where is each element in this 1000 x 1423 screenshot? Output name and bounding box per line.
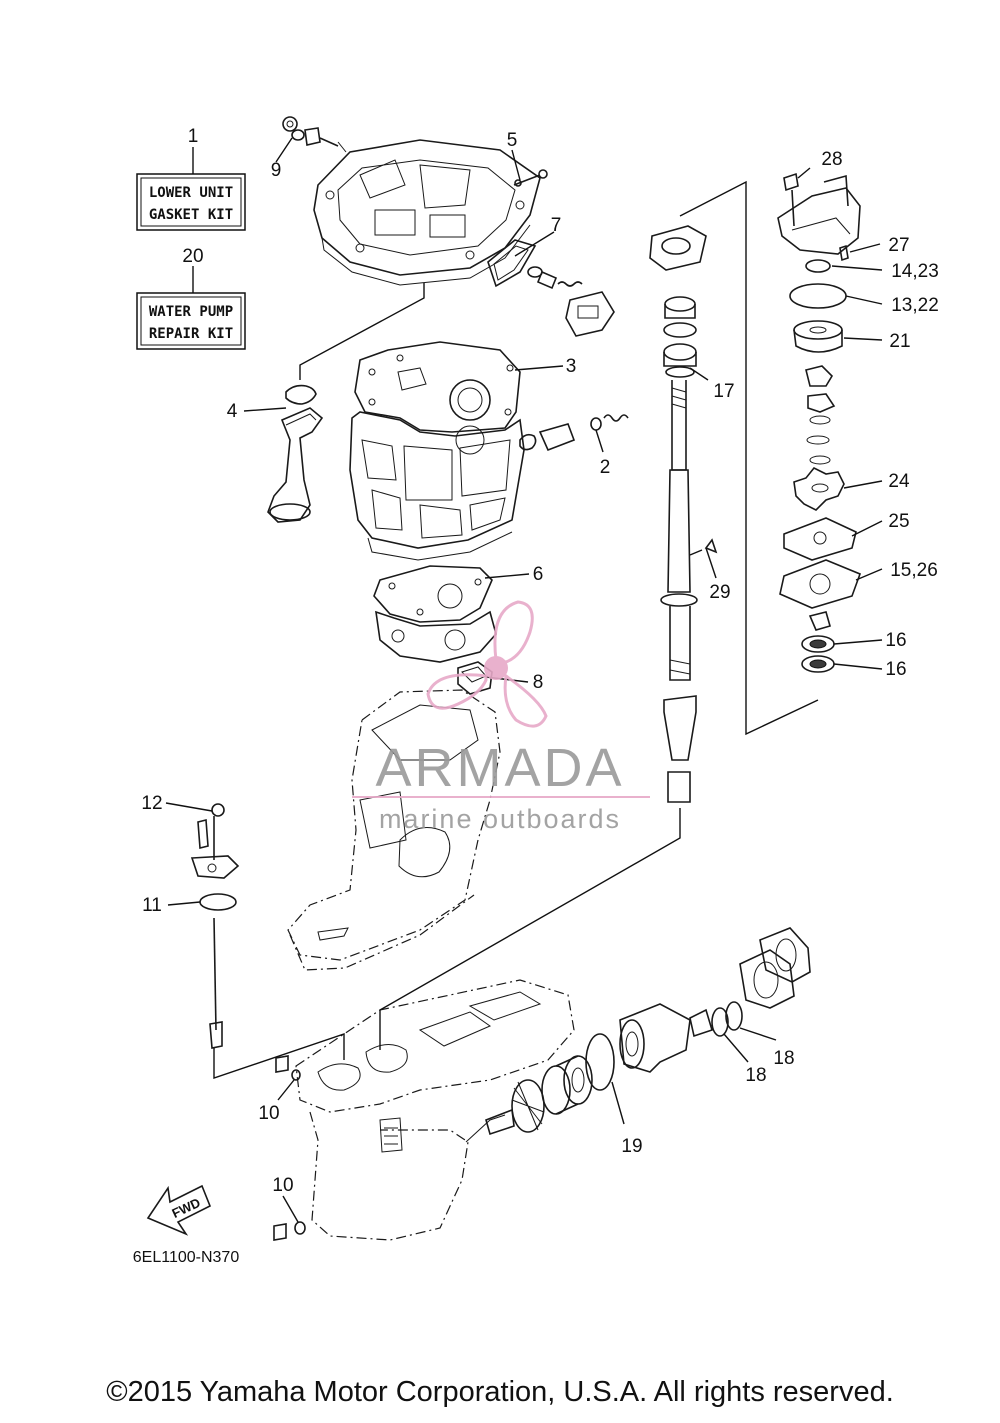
- water-pump-kit-line2: REPAIR KIT: [149, 326, 233, 342]
- callout-11: 11: [142, 895, 162, 916]
- armada-watermark: ARMADA marine outboards: [352, 600, 650, 834]
- callout-15-26: 15,26: [890, 560, 938, 581]
- bolt-and-plug-9: [282, 116, 347, 153]
- shift-rod-assembly: [190, 803, 240, 1049]
- oil-strainer-4: [267, 384, 324, 523]
- watermark-brand: ARMADA: [375, 738, 624, 798]
- lower-pump-housing: [375, 610, 497, 663]
- lower-unit-kit-line2: GASKET KIT: [149, 207, 233, 223]
- callout-5: 5: [507, 130, 518, 151]
- callout-2: 2: [600, 457, 611, 478]
- callout-16b: 16: [885, 659, 906, 680]
- gasket-6: [373, 565, 493, 623]
- key-29: [704, 538, 718, 554]
- callout-27: 27: [888, 235, 909, 256]
- callout-18b: 18: [773, 1048, 794, 1069]
- callout-12: 12: [141, 793, 162, 814]
- fwd-arrow-icon: FWD: [146, 1184, 212, 1236]
- lower-casing-dashed: [295, 979, 575, 1241]
- propeller-shaft-parts: [485, 927, 811, 1136]
- lower-unit-kit-line1: LOWER UNIT: [149, 185, 233, 201]
- callout-13-22: 13,22: [891, 295, 939, 316]
- callout-14-23: 14,23: [891, 261, 939, 282]
- valve-2: [519, 414, 629, 452]
- callout-28: 28: [821, 149, 842, 170]
- callout-16a: 16: [885, 630, 906, 651]
- callout-19: 19: [621, 1136, 642, 1157]
- water-pump-repair-kit-box: WATER PUMP REPAIR KIT: [136, 292, 246, 350]
- propeller-logo-icon: [426, 600, 548, 728]
- callout-6: 6: [533, 564, 544, 585]
- copyright-notice: ©2015 Yamaha Motor Corporation, U.S.A. A…: [106, 1376, 894, 1408]
- callout-7: 7: [551, 215, 562, 236]
- callout-1: 1: [188, 126, 199, 147]
- callout-3: 3: [566, 356, 577, 377]
- callout-10a: 10: [258, 1103, 279, 1124]
- callout-21: 21: [889, 331, 910, 352]
- lower-unit-gasket-kit-box: LOWER UNIT GASKET KIT: [136, 173, 246, 231]
- callout-24: 24: [888, 471, 910, 492]
- callout-17: 17: [713, 381, 734, 402]
- watermark-tagline: marine outboards: [379, 804, 621, 834]
- upper-casing-cover: [313, 139, 541, 286]
- callout-20: 20: [182, 246, 203, 267]
- drain-plugs-10: [273, 1055, 306, 1241]
- water-pump-kit-line1: WATER PUMP: [149, 304, 233, 320]
- diagram-code: 6EL1100-N370: [133, 1249, 240, 1266]
- callout-25: 25: [888, 511, 909, 532]
- water-pump-stack: [777, 172, 862, 673]
- drive-shaft-assembly: [649, 225, 707, 803]
- callout-18a: 18: [745, 1065, 766, 1086]
- upper-lower-casing-dashed: [287, 689, 501, 971]
- callout-8: 8: [533, 672, 544, 693]
- callout-10b: 10: [272, 1175, 293, 1196]
- callout-4: 4: [227, 401, 238, 422]
- gasket-7-and-valve: [487, 239, 615, 337]
- callout-9: 9: [271, 160, 282, 181]
- gasket-3: [354, 341, 521, 433]
- bolt-5: [513, 169, 548, 187]
- exhaust-guide-body: [349, 411, 525, 561]
- callout-29: 29: [709, 582, 730, 603]
